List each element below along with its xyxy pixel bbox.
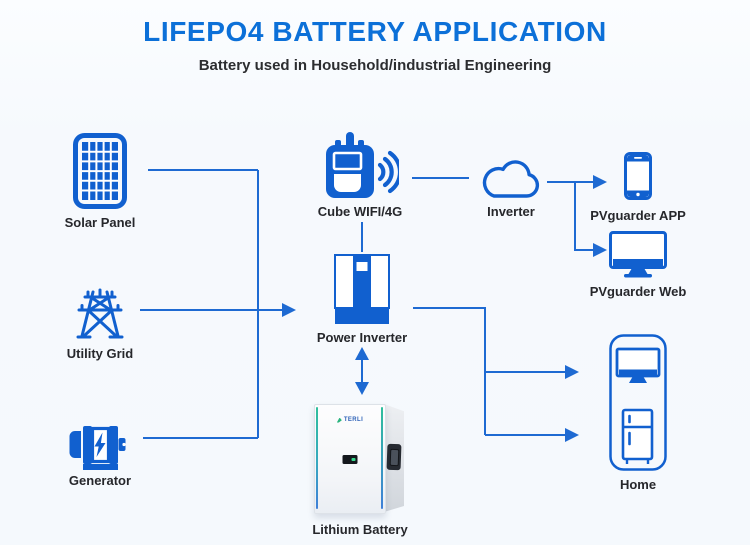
wire-inverter-to-home-trunk bbox=[413, 307, 486, 435]
arrowhead-up-to-power-inverter bbox=[355, 347, 369, 360]
node-pvguarder-app: PVguarder APP bbox=[585, 152, 691, 223]
node-label: Solar Panel bbox=[64, 215, 136, 230]
page-title: LIFEPO4 BATTERY APPLICATION bbox=[143, 16, 607, 47]
node-generator: Generator bbox=[38, 419, 162, 488]
node-label: PVguarder Web bbox=[589, 284, 687, 299]
battery-cabinet-photo: TERLI bbox=[306, 398, 414, 518]
tv-icon bbox=[615, 347, 661, 383]
node-label: Generator bbox=[68, 473, 132, 488]
monitor-icon bbox=[609, 231, 667, 278]
solar-panel-icon bbox=[73, 133, 127, 209]
battery-front-panel: TERLI bbox=[314, 404, 386, 514]
node-inverter-cloud: Inverter bbox=[456, 158, 566, 219]
cloud-icon bbox=[482, 160, 539, 198]
battery-brand-text: TERLI bbox=[343, 417, 364, 423]
transmission-tower-icon bbox=[76, 288, 124, 339]
node-label: Inverter bbox=[487, 204, 535, 219]
battery-side-panel bbox=[384, 404, 404, 512]
arrowhead-to-home-lower bbox=[565, 428, 579, 442]
node-label: PVguarder APP bbox=[590, 208, 686, 223]
node-label: Utility Grid bbox=[66, 346, 134, 361]
power-inverter-icon bbox=[334, 254, 390, 324]
node-label: Cube WIFI/4G bbox=[317, 204, 403, 219]
fridge-icon bbox=[621, 408, 654, 464]
battery-display-screen bbox=[342, 455, 358, 464]
node-label: Power Inverter bbox=[316, 330, 408, 345]
arrowhead-down-to-battery bbox=[355, 382, 369, 395]
battery-handle bbox=[386, 443, 402, 471]
node-pvguarder-web: PVguarder Web bbox=[585, 231, 691, 299]
arrowhead-to-home-upper bbox=[565, 365, 579, 379]
node-label: Home bbox=[619, 477, 657, 492]
page-subtitle: Battery used in Household/industrial Eng… bbox=[198, 57, 552, 74]
battery-handle-recess bbox=[389, 448, 399, 466]
battery-brand-logo-icon bbox=[336, 417, 342, 423]
generator-motor-icon bbox=[69, 426, 126, 470]
wifi-device-icon bbox=[326, 132, 399, 198]
home-appliances-icon bbox=[609, 334, 667, 471]
node-utility-grid: Utility Grid bbox=[42, 286, 158, 361]
diagram-header: LIFEPO4 BATTERY APPLICATION Battery used… bbox=[0, 16, 750, 74]
battery-display-segment bbox=[351, 458, 356, 461]
node-solar-panel: Solar Panel bbox=[40, 133, 160, 230]
node-label: Lithium Battery bbox=[312, 522, 408, 537]
node-lithium-battery: TERLI Lithium Battery bbox=[303, 398, 417, 537]
smartphone-icon bbox=[624, 152, 652, 200]
node-power-inverter: Power Inverter bbox=[305, 254, 419, 345]
arrowhead-to-power-inverter bbox=[282, 303, 296, 317]
battery-left-stripe bbox=[316, 407, 318, 509]
battery-right-stripe bbox=[381, 407, 383, 509]
node-cube-wifi: Cube WIFI/4G bbox=[300, 132, 420, 219]
node-home: Home bbox=[585, 334, 691, 492]
battery-brand-logo: TERLI bbox=[315, 417, 385, 423]
